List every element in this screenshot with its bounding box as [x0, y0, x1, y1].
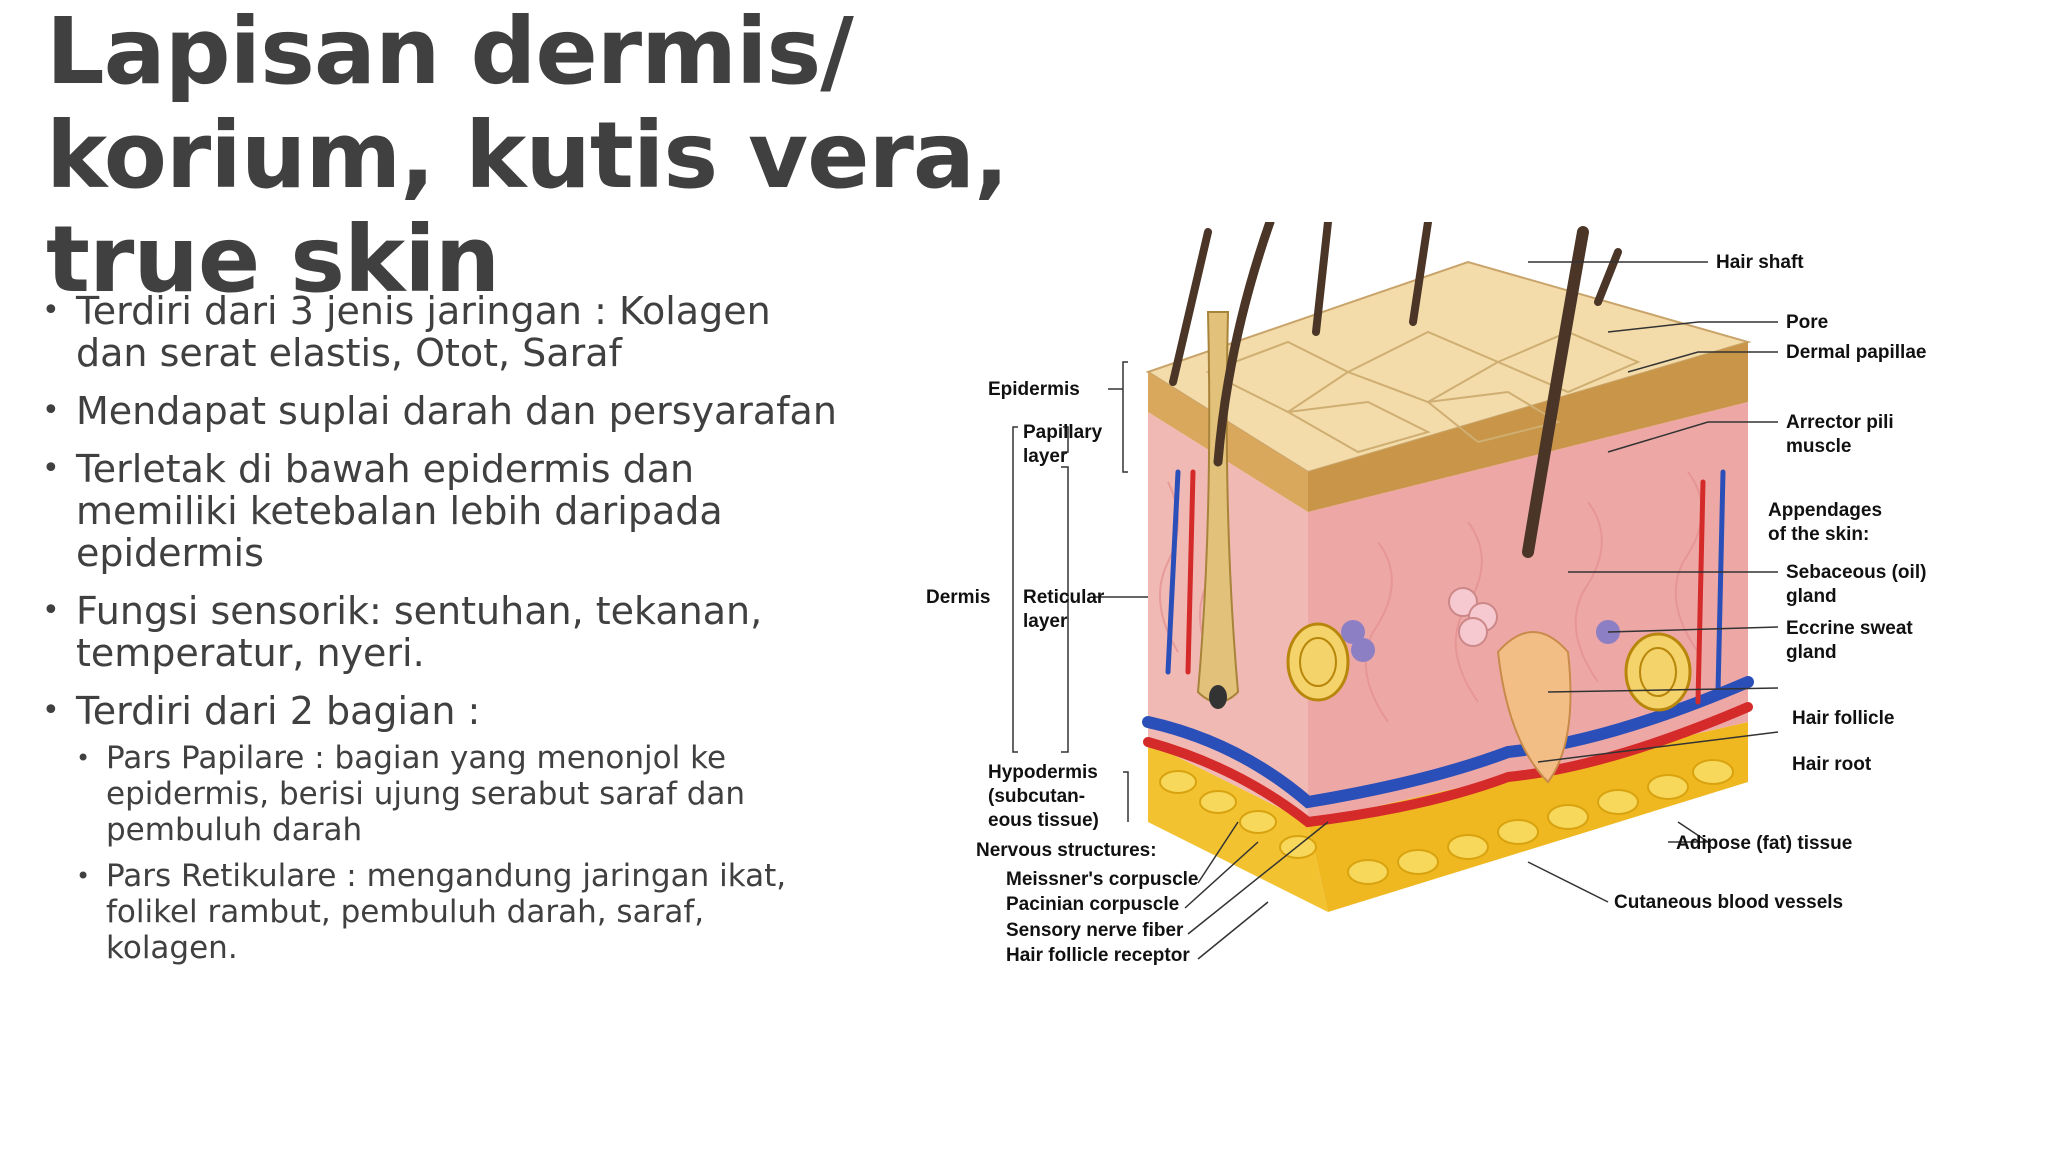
label-cutaneous-blood-vessels: Cutaneous blood vessels: [1614, 892, 1843, 913]
label-hypodermis: Hypodermis: [988, 762, 1098, 783]
label-hypodermis-2: (subcutan-: [988, 786, 1085, 807]
slide-title: Lapisan dermis/ korium, kutis vera, true…: [46, 0, 1026, 312]
bullet-item: Fungsi sensorik: sentuhan, tekanan, temp…: [40, 590, 840, 674]
sub-bullet-item: Pars Papilare : bagian yang menonjol ke …: [76, 740, 840, 848]
sub-bullet-list: Pars Papilare : bagian yang menonjol ke …: [76, 740, 840, 966]
label-pore: Pore: [1786, 312, 1828, 333]
right-leader-lines: [1527, 261, 1779, 903]
label-dermal-papillae: Dermal papillae: [1786, 342, 1926, 363]
label-arrector-pili-2: muscle: [1786, 436, 1851, 457]
label-arrector-pili: Arrector pili: [1786, 412, 1894, 433]
bullet-item: Terletak di bawah epidermis dan memiliki…: [40, 448, 840, 574]
blood-vessels-illustration: [1142, 469, 1754, 828]
label-appendages-2: of the skin:: [1768, 524, 1869, 545]
left-leader-lines: [1012, 361, 1329, 960]
epidermis-illustration: [1145, 260, 1752, 512]
label-eccrine-sweat-gland-2: gland: [1786, 642, 1837, 663]
adipose-tissue-illustration: [1148, 722, 1748, 912]
label-hair-root: Hair root: [1792, 754, 1872, 775]
label-appendages: Appendages: [1768, 500, 1882, 521]
skin-anatomy-diagram: Epidermis Papillary layer Dermis Reticul…: [908, 222, 1948, 992]
bullet-item-with-sublist: Terdiri dari 2 bagian : Pars Papilare : …: [40, 690, 840, 966]
label-sebaceous-gland: Sebaceous (oil): [1786, 562, 1926, 583]
label-hair-shaft: Hair shaft: [1716, 252, 1804, 273]
sub-bullet-item: Pars Retikulare : mengandung jaringan ik…: [76, 858, 840, 966]
title-line-1: Lapisan dermis/: [46, 0, 854, 105]
label-dermis: Dermis: [926, 587, 990, 608]
dermis-illustration: [1148, 402, 1748, 822]
label-papillary-layer-2: layer: [1023, 446, 1068, 467]
label-reticular-layer-1: Reticular: [1023, 587, 1105, 608]
label-eccrine-sweat-gland: Eccrine sweat: [1786, 618, 1913, 639]
bullet-item-text: Terdiri dari 2 bagian :: [76, 689, 481, 733]
hair-illustration: [1169, 222, 1622, 784]
label-nervous-structures: Nervous structures:: [976, 840, 1157, 861]
label-epidermis: Epidermis: [988, 379, 1080, 400]
label-hair-follicle-receptor: Hair follicle receptor: [1006, 945, 1190, 966]
bullet-item: Terdiri dari 3 jenis jaringan : Kolagen …: [40, 290, 840, 374]
bullet-list: Terdiri dari 3 jenis jaringan : Kolagen …: [40, 290, 840, 982]
bullet-item: Mendapat suplai darah dan persyarafan: [40, 390, 840, 432]
label-papillary-layer-1: Papillary: [1023, 422, 1103, 443]
label-sensory-nerve-fiber: Sensory nerve fiber: [1006, 920, 1184, 941]
label-hypodermis-3: eous tissue): [988, 810, 1099, 831]
label-hair-follicle: Hair follicle: [1792, 708, 1894, 729]
label-reticular-layer-2: layer: [1023, 611, 1068, 632]
label-sebaceous-gland-2: gland: [1786, 586, 1837, 607]
label-meissners-corpuscle: Meissner's corpuscle: [1006, 869, 1199, 890]
label-pacinian-corpuscle: Pacinian corpuscle: [1006, 894, 1179, 915]
title-line-2: korium, kutis vera,: [46, 102, 1009, 209]
label-adipose-tissue: Adipose (fat) tissue: [1676, 833, 1852, 854]
